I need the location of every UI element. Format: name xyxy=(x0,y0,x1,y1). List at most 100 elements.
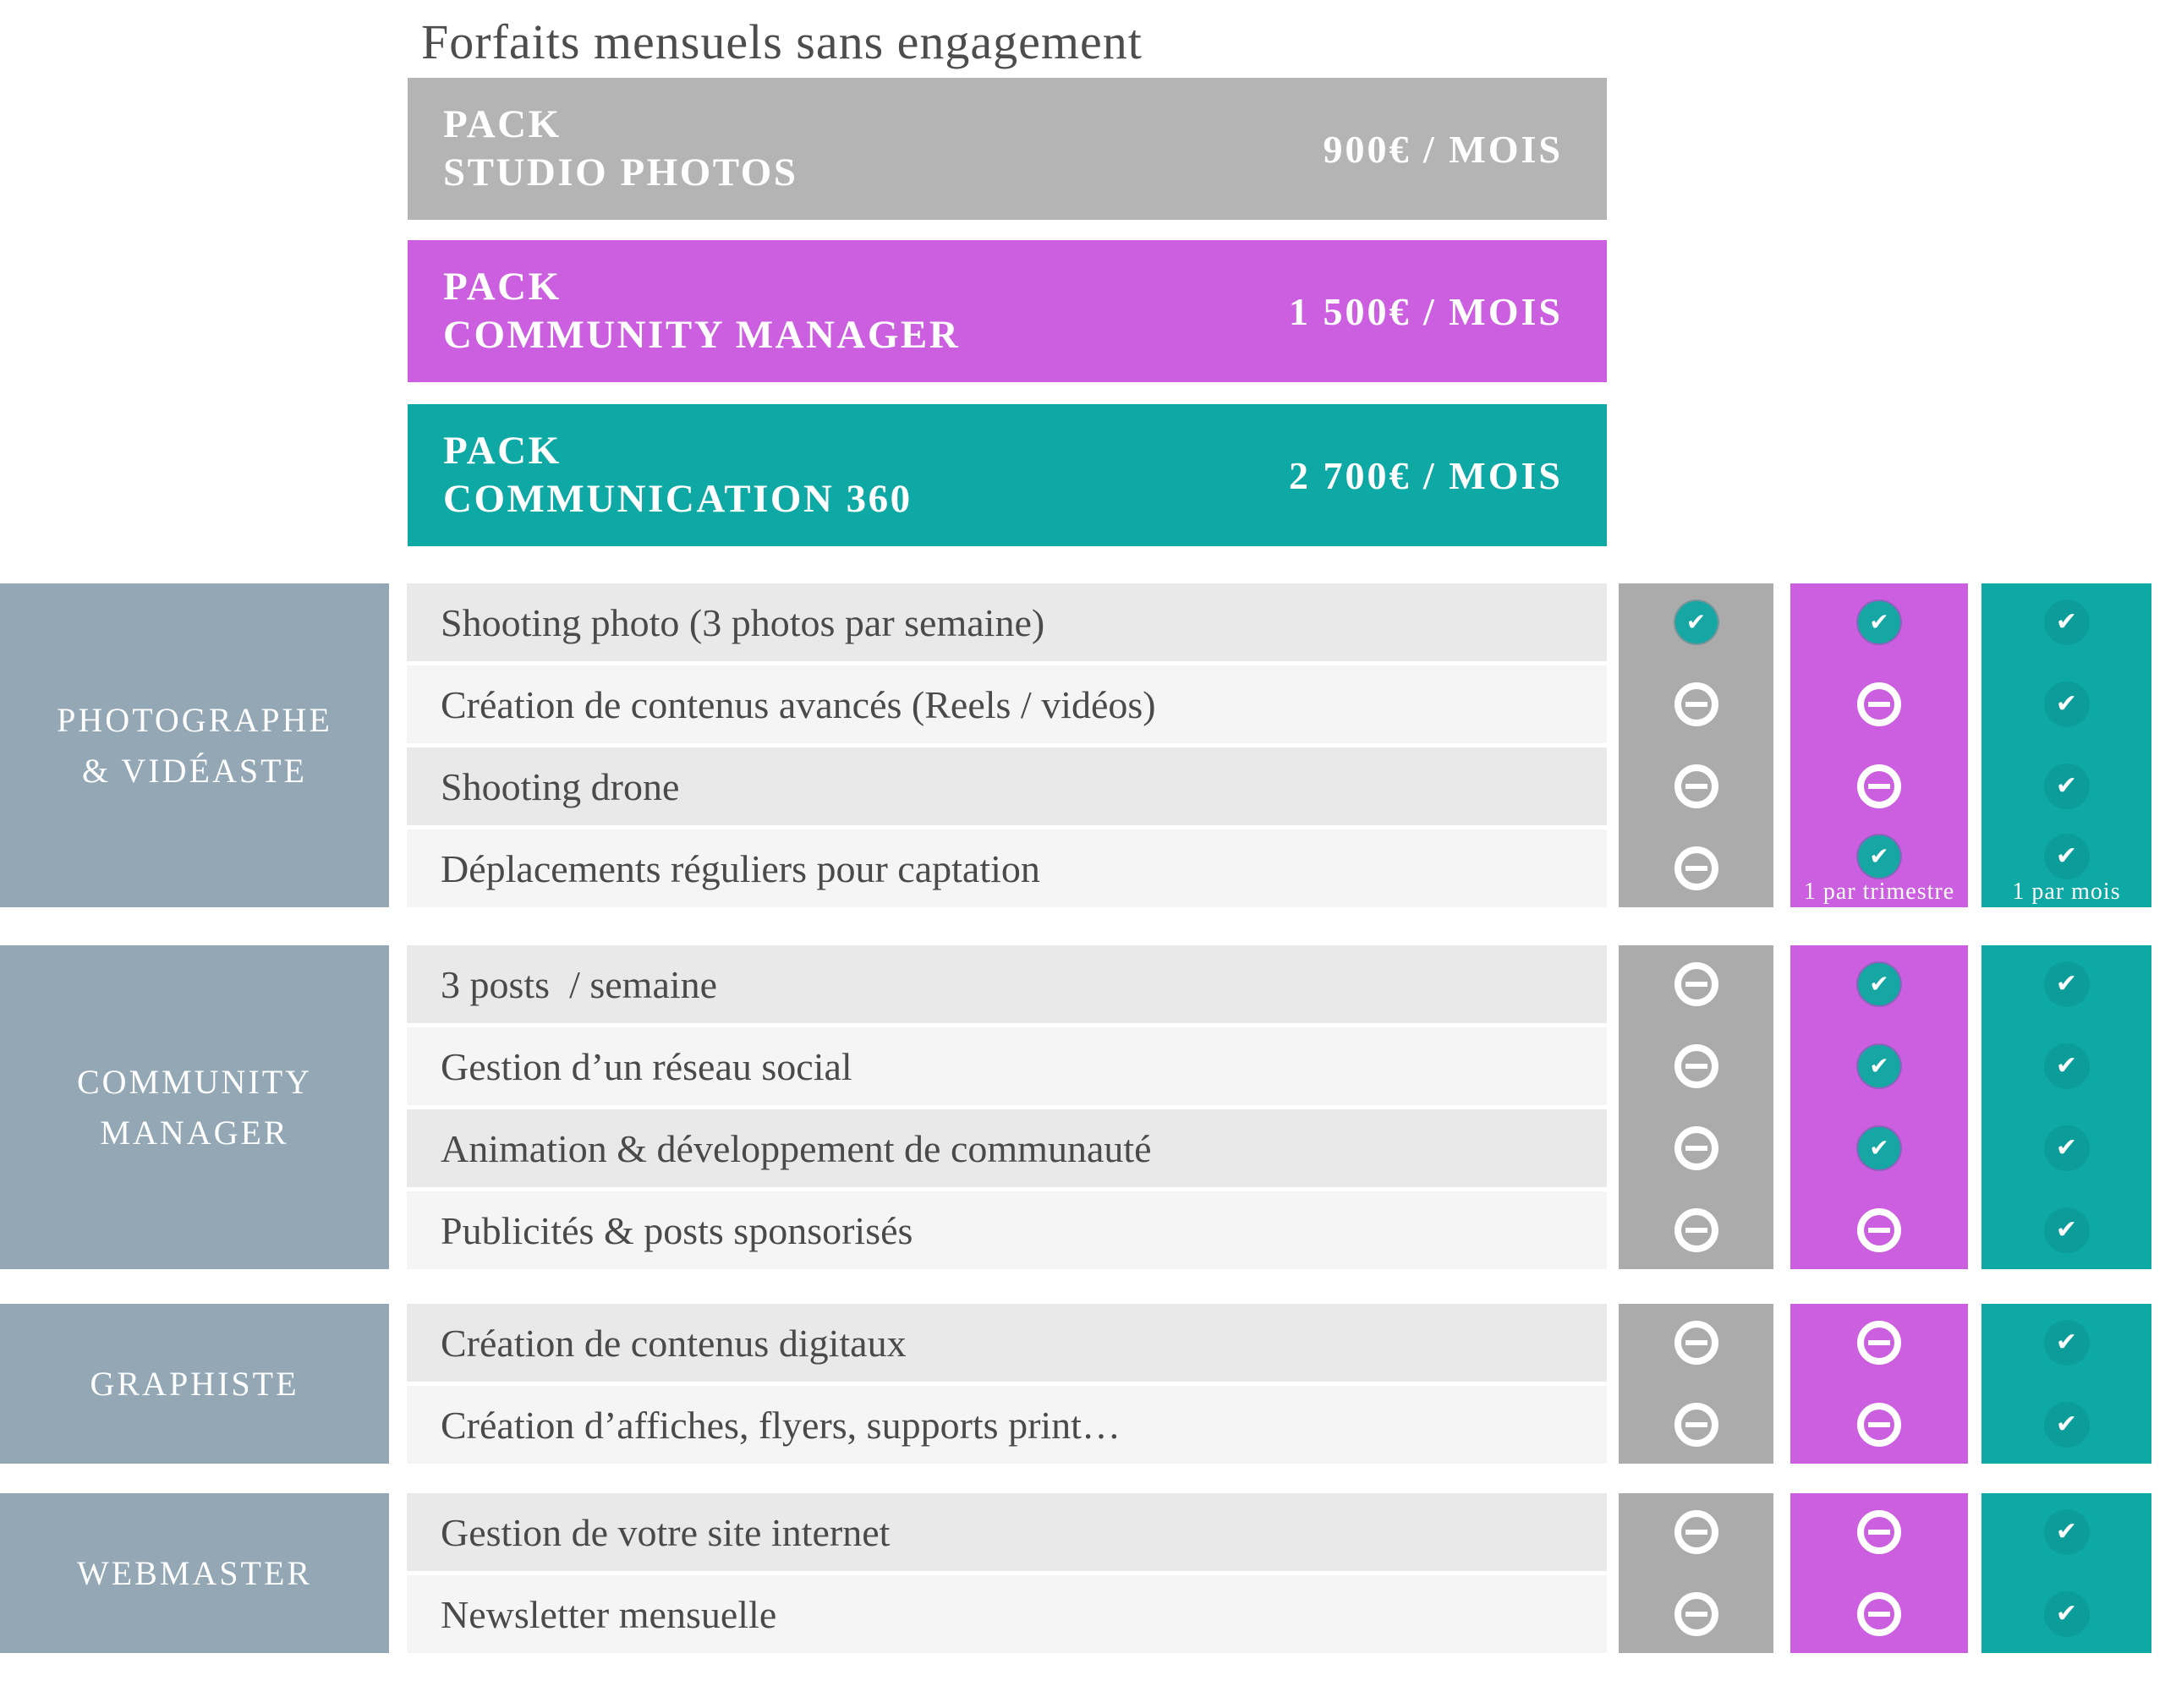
check-circle-icon xyxy=(1858,835,1900,878)
feature-row: Animation & développement de communauté xyxy=(407,1109,1607,1187)
check-icon xyxy=(2043,1207,2090,1253)
feature-cell xyxy=(1790,1027,1968,1105)
feature-cell xyxy=(1619,1575,1773,1653)
minus-circle-icon xyxy=(1674,1321,1718,1365)
feature-label: Gestion d’un réseau social xyxy=(441,1044,852,1088)
category-line1: PHOTOGRAPHE xyxy=(57,700,332,739)
pack-name-line1: PACK xyxy=(443,264,562,309)
feature-cell xyxy=(1790,747,1968,825)
pack-price: 2 700€ / MOIS xyxy=(1289,453,1563,497)
feature-cell xyxy=(1981,1304,2151,1382)
column-pack-studio-photos xyxy=(1619,583,1773,907)
feature-cell xyxy=(1790,1575,1968,1653)
check-icon xyxy=(2043,1402,2090,1448)
category-line1: WEBMASTER xyxy=(76,1553,313,1592)
category-line1: COMMUNITY xyxy=(76,1062,313,1101)
pack-bar-communication-360: PACK COMMUNICATION 360 2 700€ / MOIS xyxy=(408,404,1607,546)
pack-name: PACK COMMUNICATION 360 xyxy=(443,427,913,524)
feature-cell xyxy=(1790,1191,1968,1269)
feature-cell xyxy=(1981,1109,2151,1187)
feature-cell xyxy=(1790,1304,1968,1382)
feature-cell xyxy=(1619,1386,1773,1464)
category-label-webmaster: WEBMASTER xyxy=(0,1493,389,1653)
minus-circle-icon xyxy=(1857,1321,1901,1365)
feature-label: Shooting drone xyxy=(441,764,680,808)
section-webmaster: WEBMASTER Gestion de votre site internet… xyxy=(0,1493,2165,1653)
feature-label: Création d’affiches, flyers, supports pr… xyxy=(441,1403,1121,1447)
feature-cell xyxy=(1619,1191,1773,1269)
feature-row: Gestion de votre site internet xyxy=(407,1493,1607,1571)
minus-circle-icon xyxy=(1674,1126,1718,1170)
check-circle-icon xyxy=(1858,963,1900,1005)
check-circle-icon xyxy=(1858,1045,1900,1087)
feature-label: 3 posts / semaine xyxy=(441,962,718,1006)
feature-row: Création d’affiches, flyers, supports pr… xyxy=(407,1386,1607,1464)
minus-circle-icon xyxy=(1674,1044,1718,1088)
feature-cell xyxy=(1981,1493,2151,1571)
minus-circle-icon xyxy=(1674,1403,1718,1447)
column-pack-studio-photos xyxy=(1619,1493,1773,1653)
minus-circle-icon xyxy=(1857,682,1901,726)
feature-row: Création de contenus digitaux xyxy=(407,1304,1607,1382)
column-pack-community-manager xyxy=(1790,945,1968,1269)
category-line2: MANAGER xyxy=(100,1113,289,1152)
minus-circle-icon xyxy=(1857,1403,1901,1447)
check-icon xyxy=(2043,682,2090,727)
pack-name: PACK STUDIO PHOTOS xyxy=(443,101,798,198)
check-circle-icon xyxy=(1858,1127,1900,1169)
feature-cell xyxy=(1981,1191,2151,1269)
check-icon xyxy=(2043,961,2090,1007)
feature-cell xyxy=(1619,1304,1773,1382)
feature-row: Création de contenus avancés (Reels / vi… xyxy=(407,665,1607,743)
feature-label: Déplacements réguliers pour captation xyxy=(441,846,1040,890)
minus-circle-icon xyxy=(1857,764,1901,808)
column-pack-community-manager: 1 par trimestre xyxy=(1790,583,1968,907)
pack-name-line2: COMMUNICATION 360 xyxy=(443,477,913,521)
feature-cell xyxy=(1981,1386,2151,1464)
column-pack-communication-360 xyxy=(1981,945,2151,1269)
feature-cell xyxy=(1981,583,2151,661)
feature-cell xyxy=(1619,1027,1773,1105)
feature-label: Animation & développement de communauté xyxy=(441,1126,1152,1170)
feature-label: Shooting photo (3 photos par semaine) xyxy=(441,600,1045,644)
feature-rows: Shooting photo (3 photos par semaine) Cr… xyxy=(407,583,1607,907)
feature-rows: 3 posts / semaine Gestion d’un réseau so… xyxy=(407,945,1607,1269)
feature-label: Newsletter mensuelle xyxy=(441,1592,777,1636)
feature-row: Gestion d’un réseau social xyxy=(407,1027,1607,1105)
feature-cell xyxy=(1790,1386,1968,1464)
check-icon xyxy=(2043,1043,2090,1089)
feature-cell xyxy=(1619,665,1773,743)
feature-row: Publicités & posts sponsorisés xyxy=(407,1191,1607,1269)
pack-price: 900€ / MOIS xyxy=(1323,127,1563,171)
feature-cell xyxy=(1619,747,1773,825)
feature-cell xyxy=(1981,1575,2151,1653)
feature-cell xyxy=(1619,945,1773,1023)
check-icon xyxy=(2043,1509,2090,1555)
feature-row: Shooting drone xyxy=(407,747,1607,825)
column-pack-studio-photos xyxy=(1619,1304,1773,1464)
category-label-graphiste: GRAPHISTE xyxy=(0,1304,389,1464)
minus-circle-icon xyxy=(1674,1510,1718,1554)
feature-cell xyxy=(1981,665,2151,743)
pack-price: 1 500€ / MOIS xyxy=(1289,289,1563,333)
minus-circle-icon xyxy=(1674,846,1718,890)
category-line2: & VIDÉASTE xyxy=(82,751,307,790)
check-icon xyxy=(2043,599,2090,645)
column-pack-communication-360: 1 par mois xyxy=(1981,583,2151,907)
category-label-community-manager: COMMUNITY MANAGER xyxy=(0,945,389,1269)
feature-label: Création de contenus avancés (Reels / vi… xyxy=(441,682,1156,726)
category-label-photographe-videaste: PHOTOGRAPHE & VIDÉASTE xyxy=(0,583,389,907)
feature-row: Déplacements réguliers pour captation xyxy=(407,829,1607,907)
feature-cell: 1 par mois xyxy=(1981,829,2151,907)
feature-row: 3 posts / semaine xyxy=(407,945,1607,1023)
column-pack-community-manager xyxy=(1790,1493,1968,1653)
page-title: Forfaits mensuels sans engagement xyxy=(421,14,1143,69)
feature-cell: 1 par trimestre xyxy=(1790,829,1968,907)
feature-cell xyxy=(1790,583,1968,661)
feature-cell xyxy=(1790,1493,1968,1571)
feature-cell xyxy=(1981,1027,2151,1105)
check-icon xyxy=(2043,1125,2090,1171)
feature-cell xyxy=(1619,829,1773,907)
check-circle-icon xyxy=(1858,601,1900,643)
